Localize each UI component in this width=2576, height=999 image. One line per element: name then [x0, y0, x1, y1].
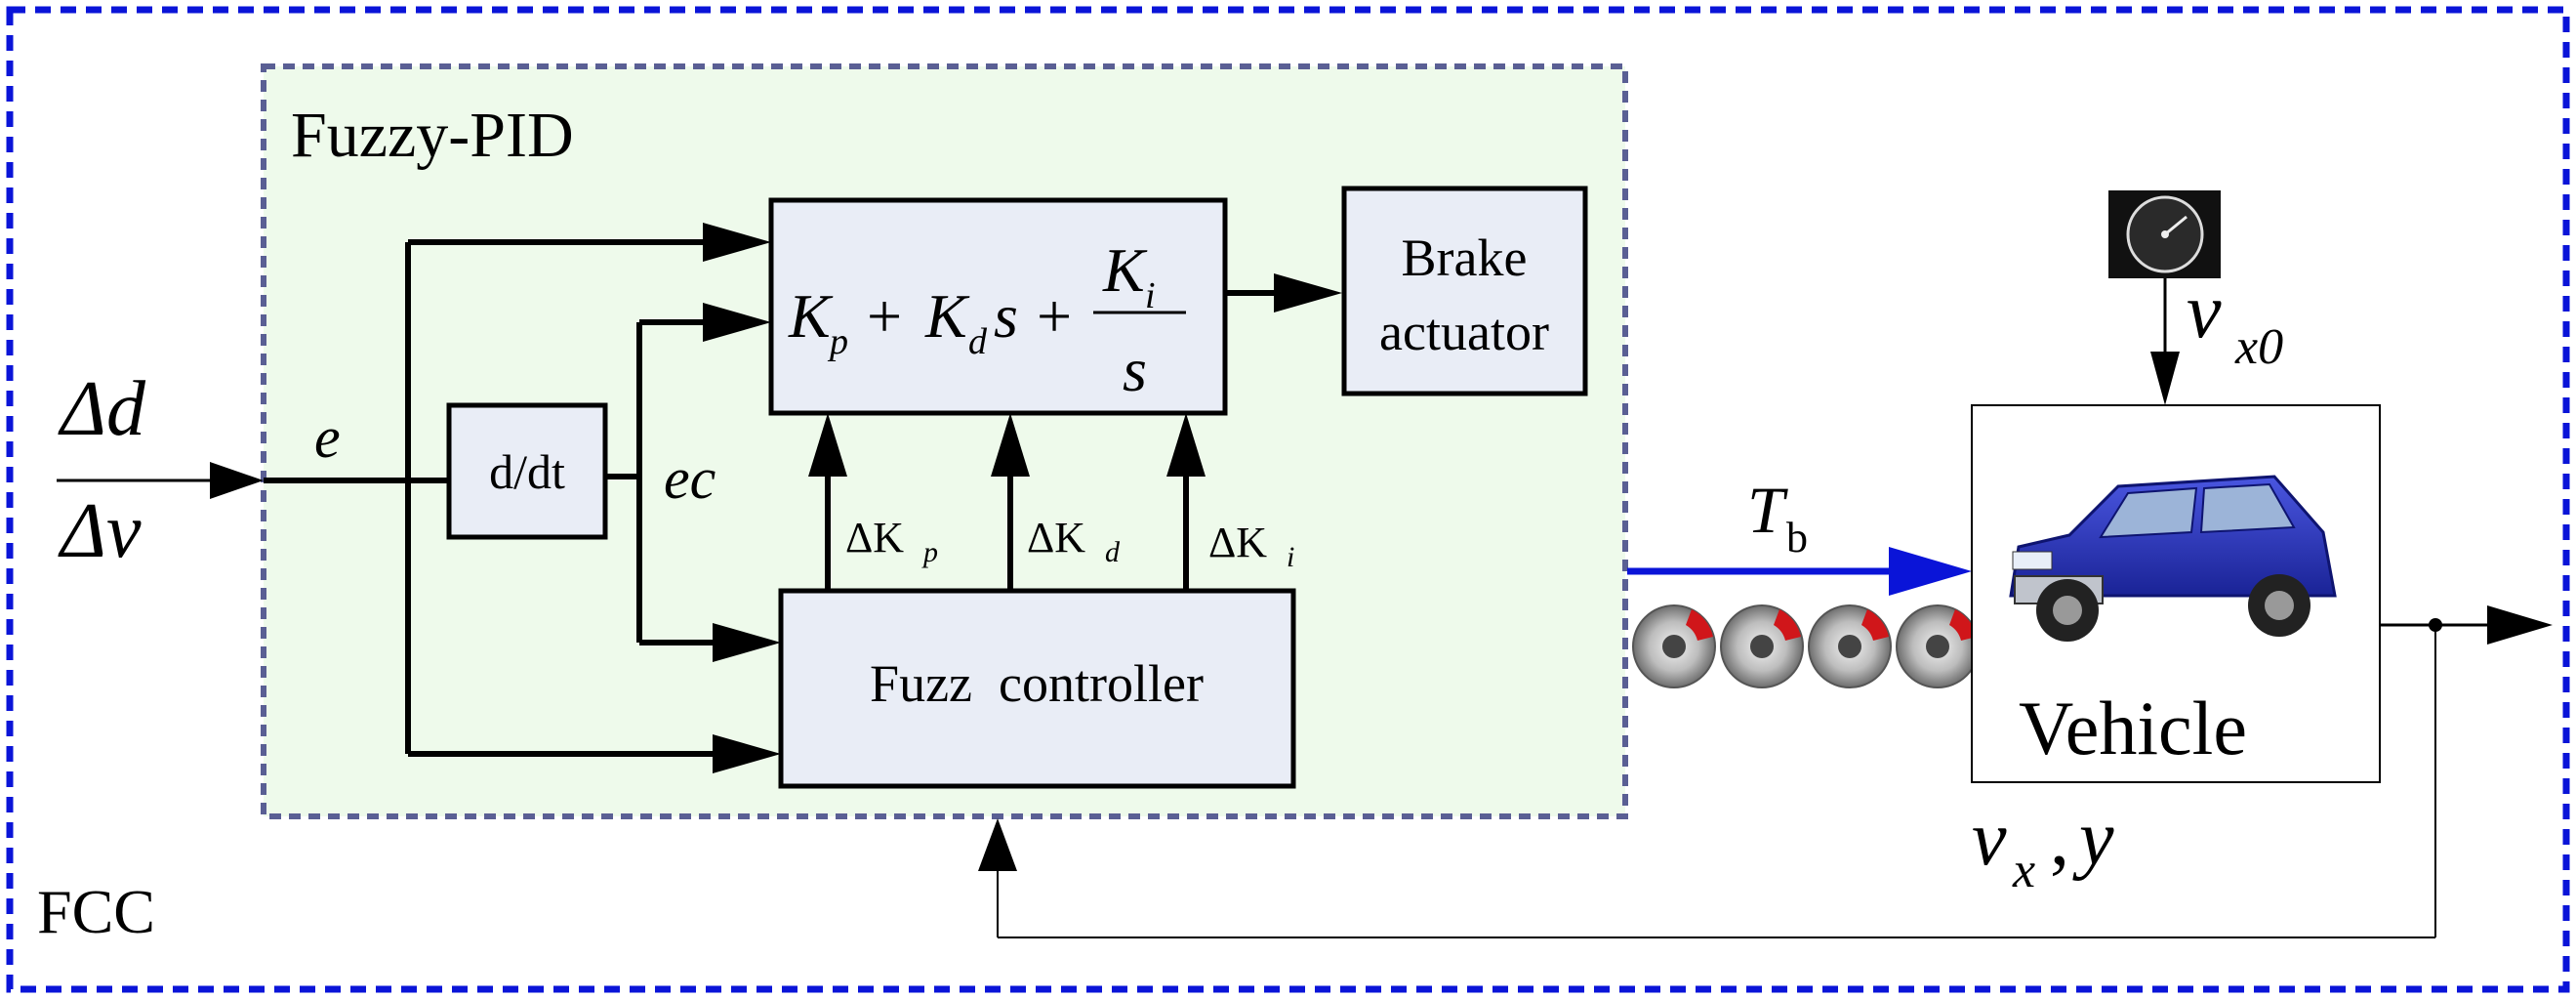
dki-label: ΔK	[1208, 519, 1267, 566]
ec-to-pid-arrowhead	[703, 303, 771, 342]
brake-actuator-block	[1341, 186, 1588, 396]
brake-disc-icon	[1720, 604, 1804, 688]
brake-label-1: Brake	[1402, 229, 1528, 287]
pid-den: s	[1123, 335, 1147, 404]
speed-arrowhead	[2150, 352, 2180, 405]
pid-plus1: +	[867, 281, 902, 351]
dkp-arrowhead	[808, 413, 847, 477]
fuzzy-pid-label: Fuzzy-PID	[291, 100, 574, 171]
torque-sub: b	[1786, 514, 1808, 562]
fuzzy-controller-label: Fuzz controller	[870, 654, 1204, 713]
e-to-pid-arrowhead	[703, 223, 771, 262]
pid-block	[768, 197, 1228, 416]
brake-disc-icon	[1632, 604, 1716, 688]
signal-e: e	[314, 405, 341, 470]
pid-formula: K p + K d s + K i s	[788, 235, 1171, 404]
fuzzy-controller-block	[778, 588, 1296, 789]
output-sep: ,	[2050, 796, 2069, 882]
signal-ec: ec	[664, 446, 716, 511]
pid-plus2: +	[1037, 281, 1072, 351]
torque-arrowhead	[1889, 547, 1972, 596]
e-to-fuzzy-arrowhead	[713, 734, 781, 773]
fcc-boundary	[6, 6, 2570, 993]
dkp-label: ΔK	[845, 514, 904, 562]
ec-to-fuzzy-arrowhead	[713, 623, 781, 662]
dkd-arrowhead	[991, 413, 1030, 477]
torque-main: T	[1747, 473, 1788, 547]
output-y: y	[2072, 796, 2114, 882]
brake-disc-icon	[1896, 604, 1980, 688]
brake-label-2: actuator	[1379, 303, 1549, 361]
initial-speed-label: v x0	[2187, 269, 2283, 375]
vehicle-label: Vehicle	[2019, 686, 2247, 770]
pid-kd-s: s	[994, 281, 1018, 351]
car-icon	[2009, 475, 2337, 642]
torque-label: T b	[1747, 473, 1808, 562]
vx0-sub: x0	[2234, 319, 2283, 375]
gain-labels: ΔK p ΔK d ΔK i	[845, 514, 1294, 573]
dki-arrowhead	[1166, 413, 1206, 477]
feedback-arrowhead	[978, 818, 1017, 871]
dkd-label: ΔK	[1027, 514, 1085, 562]
pid-to-brake-arrowhead	[1274, 273, 1342, 312]
input-delta-v: Δv	[58, 488, 142, 574]
pid-ki: K	[1102, 235, 1148, 305]
derivative-block	[446, 402, 608, 540]
dki-sub: i	[1287, 541, 1294, 573]
dkp-sub: p	[921, 536, 938, 568]
vx-main: v	[1972, 796, 2007, 882]
dkd-sub: d	[1105, 536, 1121, 568]
vx-sub: x	[2012, 843, 2035, 898]
input-delta-d: Δd	[58, 366, 146, 452]
pid-ki-sub: i	[1145, 275, 1156, 316]
output-arrowhead	[2487, 605, 2553, 645]
pid-kd: K	[924, 281, 970, 351]
speedometer-icon	[2108, 190, 2221, 278]
pid-kd-sub: d	[968, 321, 988, 362]
pid-kp: K	[788, 281, 834, 351]
derivative-label: d/dt	[489, 444, 565, 499]
brake-disc-icon	[1808, 604, 1892, 688]
brake-discs	[1632, 604, 1980, 688]
fcc-label: FCC	[37, 877, 155, 946]
pid-kp-sub: p	[827, 321, 848, 362]
output-labels: v x , y	[1972, 796, 2114, 904]
vx0-main: v	[2187, 269, 2222, 354]
input-arrowhead	[210, 462, 264, 499]
